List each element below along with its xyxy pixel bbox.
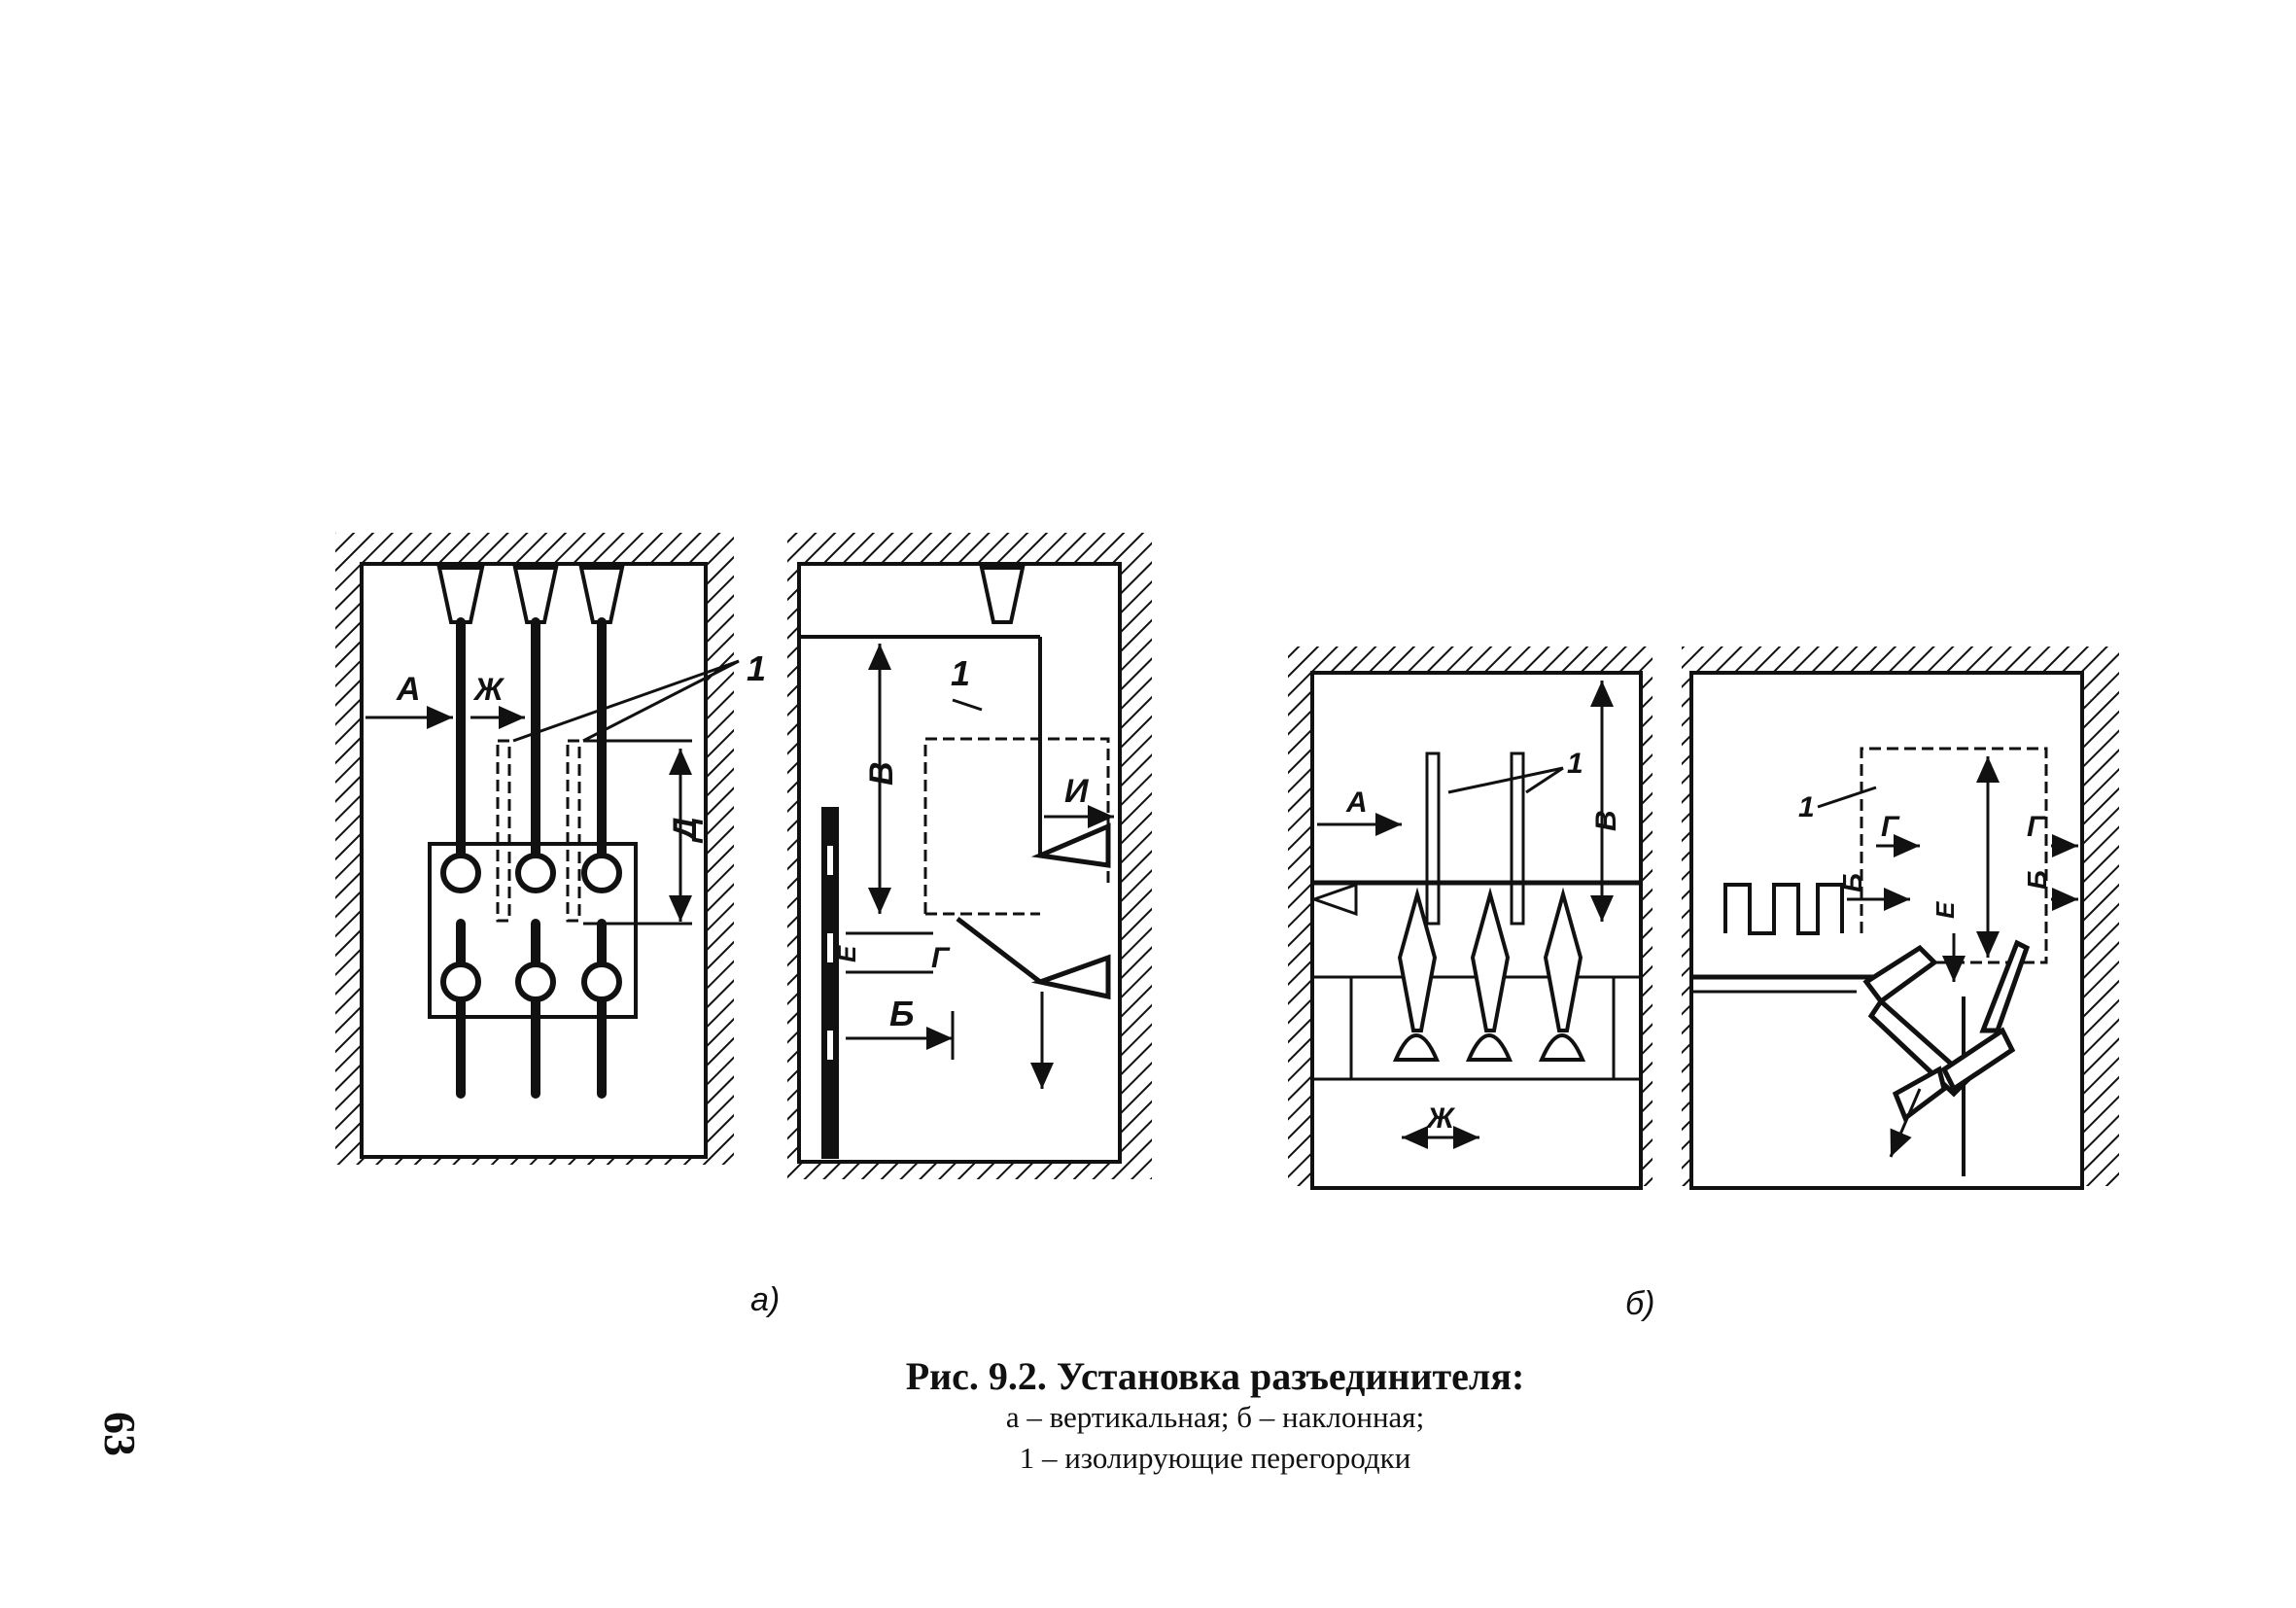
label-d: Д xyxy=(667,817,704,844)
label-zh-left: Ж xyxy=(472,672,505,707)
label-one-b-side: 1 xyxy=(1798,791,1815,823)
label-e-b: Е xyxy=(1931,901,1960,919)
label-g-b-right: Г xyxy=(2027,811,2046,843)
label-one-b: 1 xyxy=(1567,748,1583,780)
label-one-a-side: 1 xyxy=(951,653,970,693)
label-v-b: В xyxy=(1590,810,1622,831)
panel-b-front xyxy=(1288,647,1652,1190)
page-number: 63 xyxy=(95,1412,145,1456)
figure-caption-line1: а – вертикальная; б – наклонная; xyxy=(1005,1400,1425,1434)
label-a-right: А xyxy=(1345,787,1368,819)
label-v-a: В xyxy=(863,761,900,786)
label-a-left: А xyxy=(396,671,421,708)
label-b-a: Б xyxy=(889,994,915,1033)
label-b-b-right: Б xyxy=(2022,870,2052,890)
drawing-labels: А Ж Д 1 В 1 И Г Е Б А 1 В Ж 1 Г Г Б Б Е xyxy=(396,648,2052,1135)
figure-caption-line2: 1 – изолирующие перегородки xyxy=(1019,1441,1411,1475)
panel-a-front xyxy=(335,533,740,1165)
sublabel-b: б) xyxy=(1625,1285,1655,1322)
label-zh-right: Ж xyxy=(1425,1102,1456,1135)
label-e-a: Е xyxy=(832,945,861,962)
label-i: И xyxy=(1064,773,1090,810)
label-g-b-left: Г xyxy=(1881,811,1900,843)
panel-b-side xyxy=(1682,647,2119,1190)
label-g-a: Г xyxy=(931,942,951,974)
panel-a-side xyxy=(787,533,1152,1179)
label-b-b-left: Б xyxy=(1837,873,1867,892)
sublabel-a: а) xyxy=(750,1281,781,1318)
label-one-a: 1 xyxy=(747,648,766,688)
figure-caption-title: Рис. 9.2. Установка разъединителя: xyxy=(905,1354,1525,1398)
